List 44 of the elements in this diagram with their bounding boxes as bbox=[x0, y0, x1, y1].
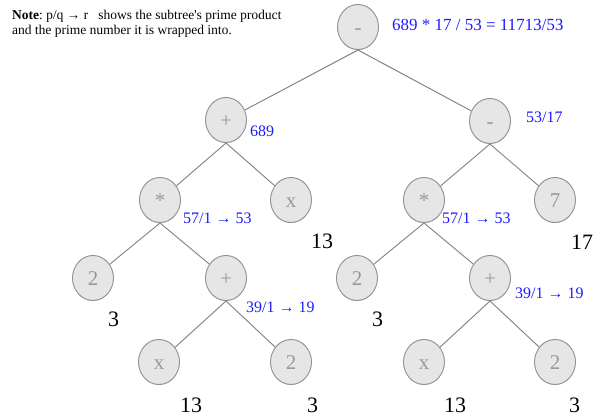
tree-edge bbox=[109, 222, 160, 265]
prime-annotation: 57/1 → 53 bbox=[442, 211, 510, 227]
tree-node: 7 bbox=[534, 177, 576, 223]
prime-value: 13 bbox=[444, 394, 466, 416]
tree-edge bbox=[440, 300, 490, 348]
prime-annotation: 39/1 → 19 bbox=[246, 300, 314, 316]
tree-node: 2 bbox=[336, 255, 378, 301]
tree-node: 2 bbox=[72, 255, 114, 301]
prime-value: 13 bbox=[180, 394, 202, 416]
prime-value: 3 bbox=[108, 308, 119, 330]
tree-edge bbox=[358, 50, 472, 112]
tree-edge bbox=[490, 300, 540, 348]
tree-edge bbox=[174, 300, 226, 348]
prime-value: 3 bbox=[569, 394, 580, 416]
tree-edge bbox=[490, 144, 539, 186]
tree-edge bbox=[176, 142, 226, 186]
prime-annotation: 57/1 → 53 bbox=[183, 211, 252, 227]
prime-value: 17 bbox=[571, 231, 593, 253]
tree-edge bbox=[160, 222, 210, 265]
prime-annotation: 53/17 bbox=[526, 110, 562, 126]
tree-edge bbox=[244, 50, 358, 110]
tree-node: x bbox=[138, 339, 180, 385]
tree-node: 2 bbox=[270, 339, 312, 385]
tree-edge bbox=[440, 144, 490, 186]
tree-edge bbox=[226, 300, 276, 348]
prime-annotation: 39/1 → 19 bbox=[515, 286, 584, 302]
tree-node: - bbox=[469, 98, 511, 144]
tree-node: * bbox=[139, 177, 181, 223]
tree-node: + bbox=[205, 255, 247, 301]
note-text: Note: p/q → r shows the subtree's prime product and the prime number it is wrapped into. bbox=[12, 7, 282, 38]
tree-edge bbox=[373, 222, 424, 265]
prime-value: 3 bbox=[307, 394, 318, 416]
tree-edge bbox=[424, 222, 474, 265]
tree-node: 2 bbox=[534, 339, 576, 385]
prime-value: 13 bbox=[311, 230, 333, 252]
tree-node: x bbox=[403, 339, 445, 385]
tree-node: + bbox=[205, 97, 247, 143]
tree-node: x bbox=[270, 177, 312, 223]
prime-value: 3 bbox=[372, 308, 383, 330]
prime-annotation: 689 * 17 / 53 = 11713/53 bbox=[392, 16, 564, 33]
tree-node: - bbox=[337, 4, 379, 50]
prime-annotation: 689 bbox=[250, 124, 274, 140]
tree-edge bbox=[226, 142, 276, 186]
tree-node: + bbox=[469, 255, 511, 301]
